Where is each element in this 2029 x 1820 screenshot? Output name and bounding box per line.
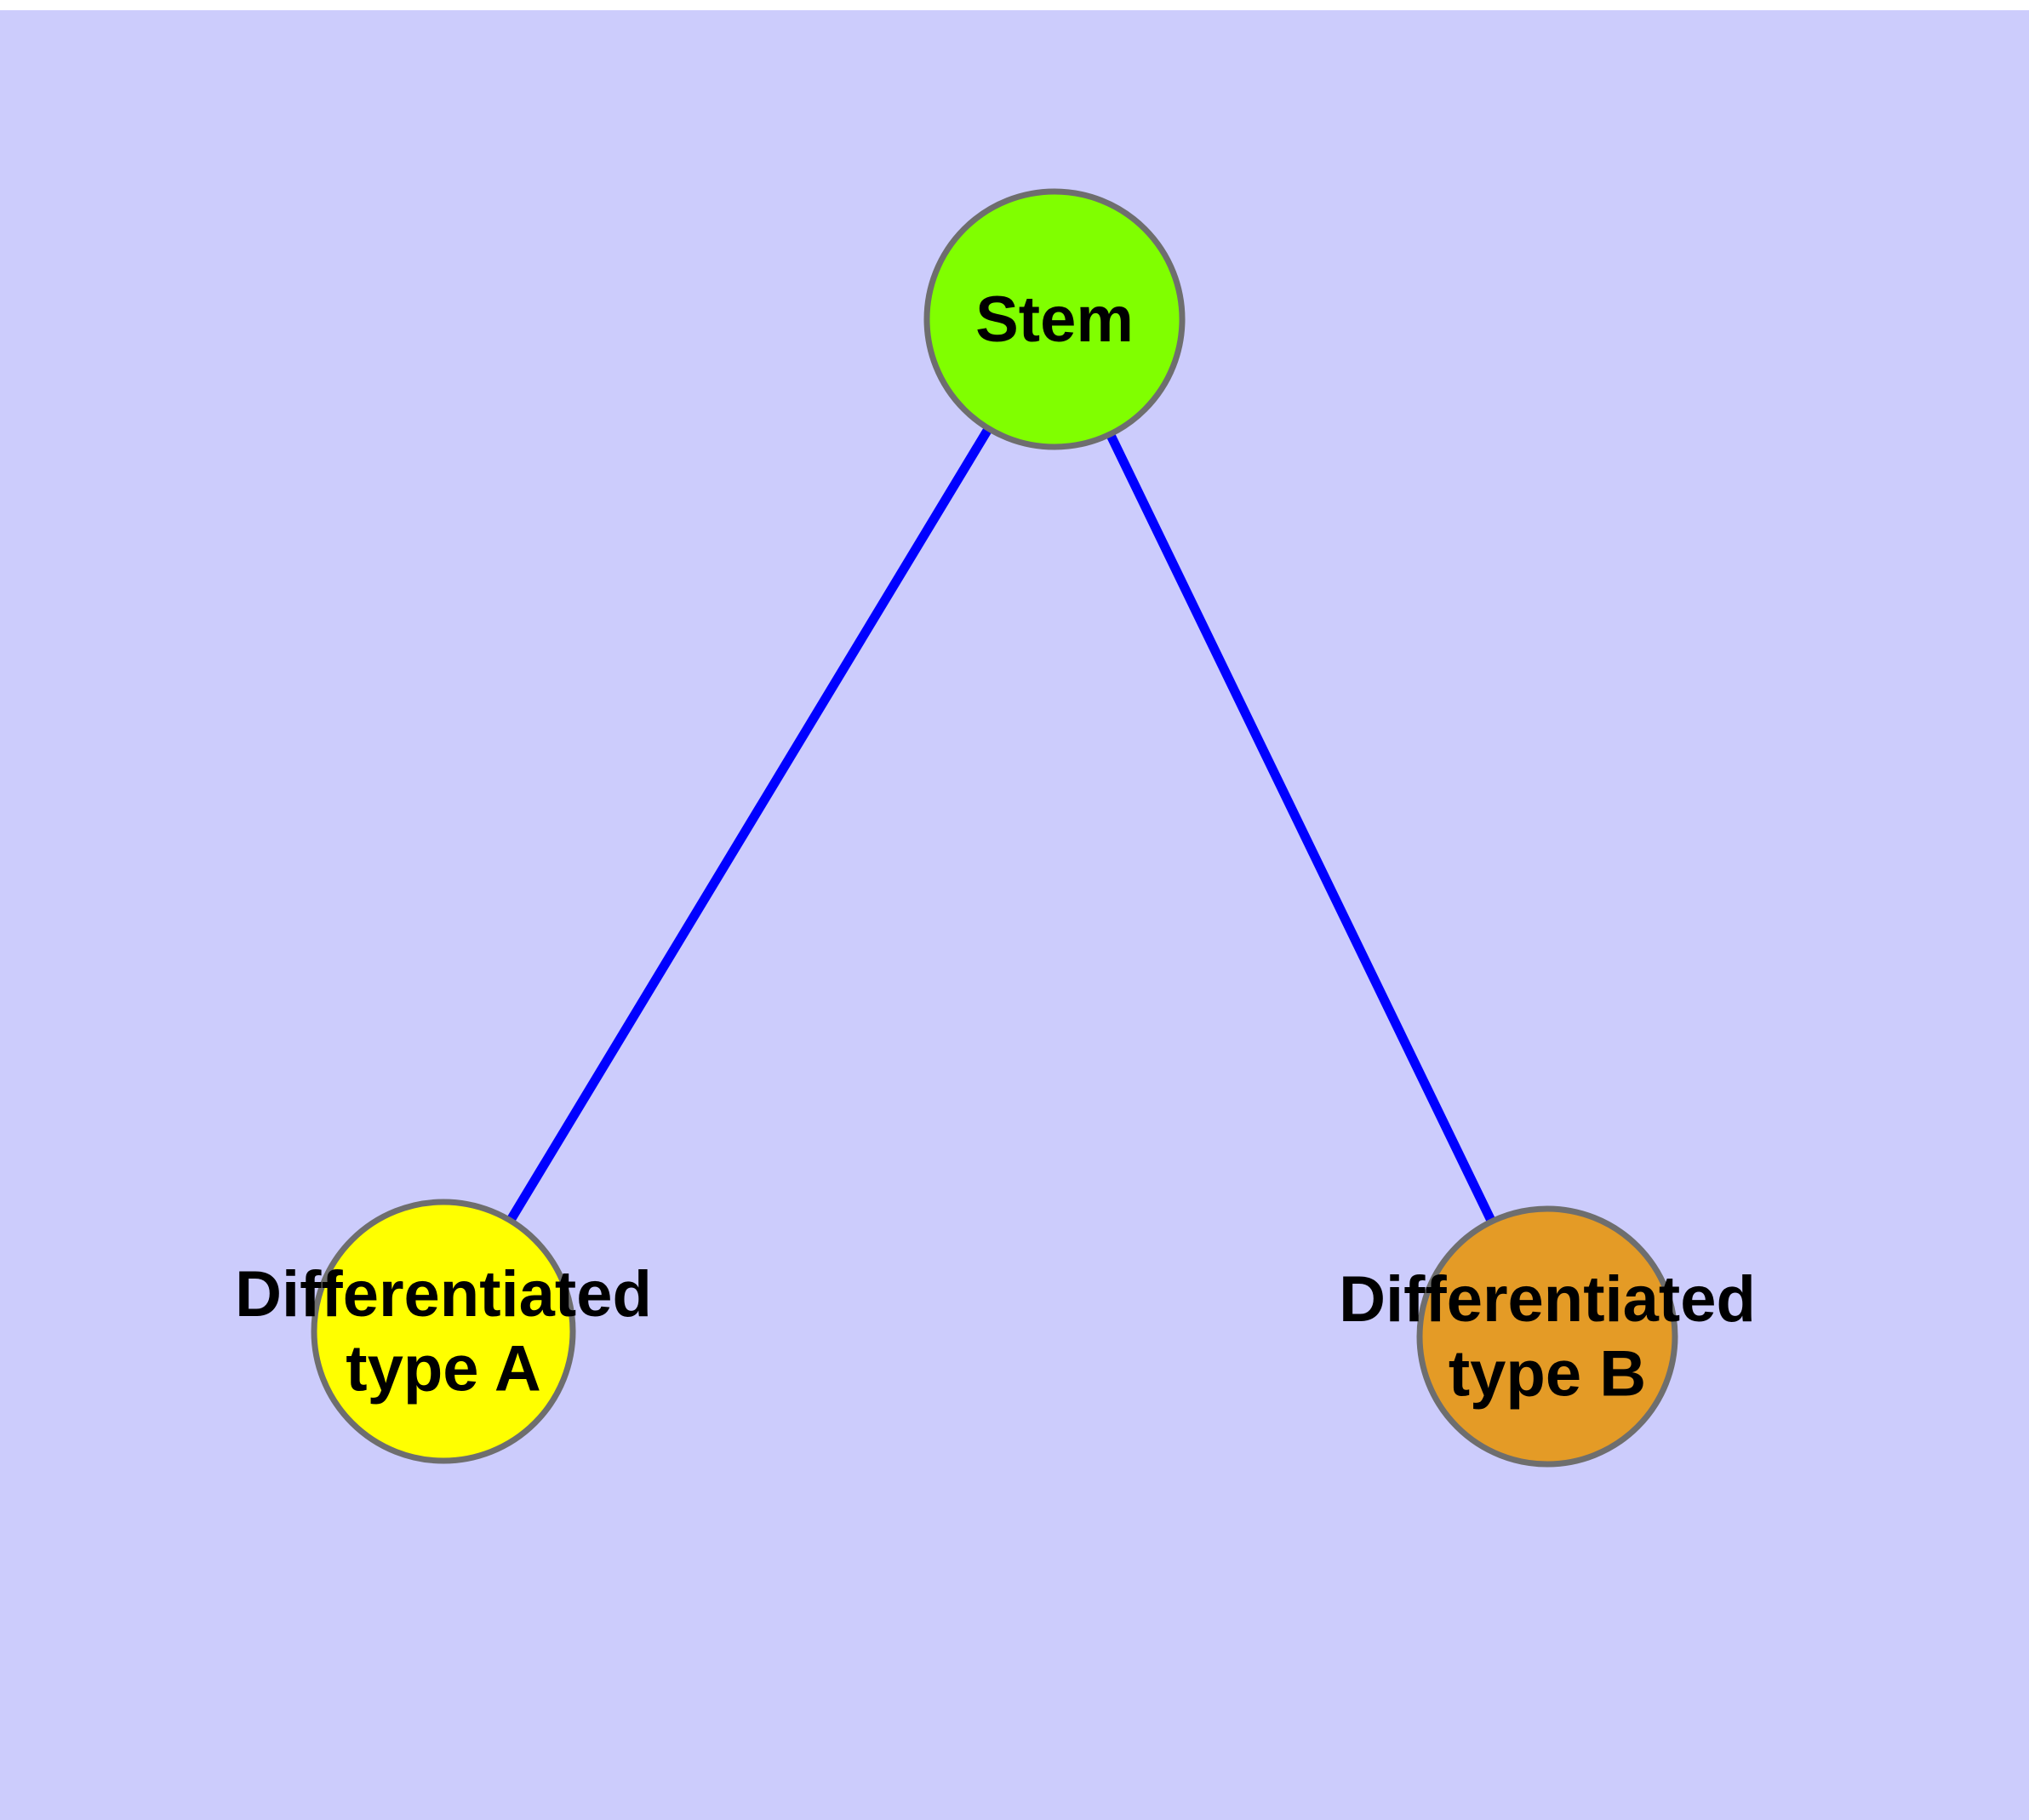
edge-stem-to-differentiated-type-b[interactable]	[1050, 317, 1552, 1339]
node-label-line: Differentiated	[1339, 1263, 1756, 1336]
node-label-line: Stem	[975, 283, 1134, 356]
node-stem-label: Stem	[975, 283, 1134, 356]
node-differentiated-type-a-circle[interactable]	[311, 1199, 576, 1464]
edge-stem-to-differentiated-type-a[interactable]	[439, 317, 1059, 1334]
node-label-line: type B	[1449, 1338, 1646, 1411]
node-stem-circle[interactable]	[923, 188, 1186, 450]
node-differentiated-type-b-circle[interactable]	[1416, 1205, 1678, 1468]
node-stem[interactable]	[923, 188, 1186, 450]
nodes-layer	[311, 188, 1678, 1468]
node-label-line: Differentiated	[235, 1258, 652, 1331]
node-label-line: type A	[346, 1333, 540, 1405]
edges-layer	[439, 317, 1552, 1339]
node-differentiated-type-b[interactable]	[1416, 1205, 1678, 1468]
node-differentiated-type-a[interactable]	[311, 1199, 576, 1464]
